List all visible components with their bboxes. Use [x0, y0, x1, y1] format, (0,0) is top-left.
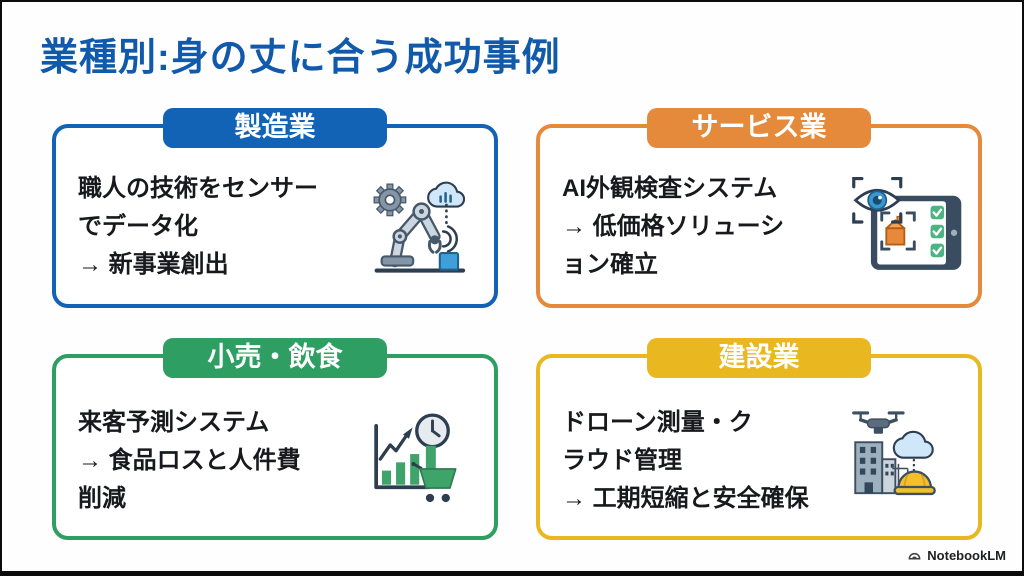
card-body-service: AI外観検査システム → 低価格ソリューシ ョン確立 — [562, 175, 785, 278]
card-body-manufacturing: 職人の技術をセンサー でデータ化 → 新事業創出 — [78, 175, 318, 278]
card-body-retail-food: 来客予測システム → 食品ロスと人件費 削減 — [78, 409, 301, 512]
card-badge-manufacturing: 製造業 — [163, 108, 387, 148]
notebooklm-brand-label: NotebookLM — [927, 548, 1006, 563]
drone-survey-cloud-icon — [852, 411, 936, 496]
card-badge-retail-food: 小売・飲食 — [163, 338, 387, 378]
card-body-construction: ドローン測量・ク ラウド管理 → 工期短縮と安全確保 — [562, 409, 809, 512]
card-manufacturing: 製造業 職人の技術をセンサー でデータ化 → 新事業創出 — [52, 108, 498, 308]
card-badge-construction: 建設業 — [647, 338, 871, 378]
card-badge-service: サービス業 — [647, 108, 871, 148]
notebooklm-logo-icon — [908, 552, 921, 560]
forecast-chart-cart-icon — [374, 413, 457, 503]
notebooklm-watermark: NotebookLM — [907, 548, 1006, 563]
card-construction: 建設業 ドローン測量・ク ラウド管理 → 工期短縮と安全確保 — [536, 338, 982, 540]
card-retail-food: 小売・飲食 来客予測システム → 食品ロスと人件費 削減 — [52, 338, 498, 540]
page-title: 業種別:身の丈に合う成功事例 — [40, 37, 561, 79]
ai-visual-inspection-icon — [852, 177, 962, 270]
card-service: サービス業 AI外観検査システム → 低価格ソリューシ ョン確立 — [536, 108, 982, 308]
robot-arm-sensor-icon — [373, 181, 466, 273]
